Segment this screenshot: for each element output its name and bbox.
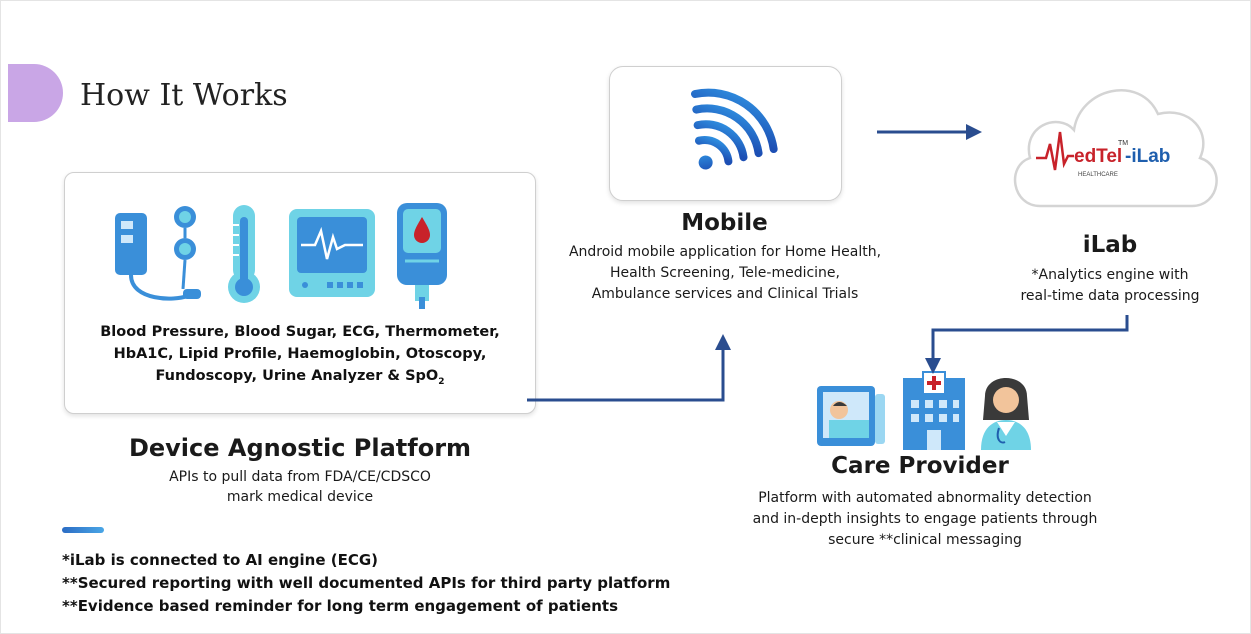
wifi-icon	[691, 88, 778, 170]
footnote: *iLab is connected to AI engine (ECG)	[62, 551, 379, 569]
arrowhead-right-icon	[966, 124, 982, 140]
device-list-line: HbA1C, Lipid Profile, Haemoglobin, Otosc…	[113, 346, 487, 362]
mobile-panel	[609, 66, 842, 201]
footnotes: *iLab is connected to AI engine (ECG) **…	[62, 549, 670, 618]
mobile-description-line: Android mobile application for Home Heal…	[568, 244, 882, 260]
doctor-icon	[981, 378, 1031, 450]
mobile-description: Android mobile application for Home Heal…	[545, 242, 905, 305]
medical-devices-illustration	[115, 203, 447, 309]
device-list-line-last: Fundoscopy, Urine Analyzer & SpO2	[65, 365, 535, 393]
logo-edtel: edTel	[1074, 146, 1122, 167]
device-title: Device Agnostic Platform	[128, 434, 472, 462]
care-title: Care Provider	[831, 453, 1009, 479]
ilab-description-line: real-time data processing	[1020, 288, 1200, 304]
notes-divider	[62, 527, 104, 533]
patient-bed-icon	[817, 386, 885, 446]
ilab-title: iLab	[1082, 232, 1138, 258]
care-description-line: secure **clinical messaging	[828, 532, 1022, 548]
device-to-mobile-arrow	[527, 348, 725, 402]
hospital-icon	[903, 371, 965, 450]
device-subtitle: APIs to pull data from FDA/CE/CDSCO mark…	[110, 467, 490, 507]
device-subtitle-line: mark medical device	[226, 489, 374, 505]
glucometer-icon	[397, 203, 447, 309]
ilab-description-line: *Analytics engine with	[1031, 267, 1189, 283]
ilab-to-care-arrow	[931, 315, 1129, 360]
mobile-description-line: Health Screening, Tele-medicine,	[610, 265, 840, 281]
thermometer-icon	[228, 205, 260, 303]
footnote: **Evidence based reminder for long term …	[62, 597, 619, 615]
logo-healthcare: HEALTHCARE	[1078, 172, 1118, 178]
medtel-ilab-logo: edTel -iLab TM HEALTHCARE	[1036, 131, 1170, 178]
care-description-line: and in-depth insights to engage patients…	[752, 511, 1098, 527]
device-subtitle-line: APIs to pull data from FDA/CE/CDSCO	[169, 469, 431, 485]
ilab-cloud: edTel -iLab TM HEALTHCARE	[1013, 89, 1218, 208]
care-description: Platform with automated abnormality dete…	[720, 488, 1130, 551]
ecg-monitor-icon	[289, 209, 375, 297]
accent-tab	[8, 64, 63, 122]
device-list-line-text: Fundoscopy, Urine Analyzer & SpO	[155, 368, 439, 384]
device-list-line: Blood Pressure, Blood Sugar, ECG, Thermo…	[100, 324, 500, 340]
arrowhead-down-icon	[925, 358, 941, 374]
device-list: Blood Pressure, Blood Sugar, ECG, Thermo…	[65, 321, 535, 393]
logo-ilab: -iLab	[1125, 146, 1170, 167]
care-provider-illustration	[817, 371, 1031, 450]
mobile-title: Mobile	[681, 210, 768, 236]
logo-tm: TM	[1118, 140, 1128, 147]
spo2-subscript: 2	[438, 376, 445, 387]
blood-pressure-icon	[115, 206, 201, 301]
mobile-description-line: Ambulance services and Clinical Trials	[591, 286, 859, 302]
arrowhead-up-icon	[715, 334, 731, 350]
footnote: **Secured reporting with well documented…	[62, 574, 671, 592]
care-description-line: Platform with automated abnormality dete…	[758, 490, 1092, 506]
device-panel: Blood Pressure, Blood Sugar, ECG, Thermo…	[64, 172, 536, 414]
page-title: How It Works	[80, 78, 288, 113]
ilab-description: *Analytics engine with real-time data pr…	[995, 265, 1225, 307]
